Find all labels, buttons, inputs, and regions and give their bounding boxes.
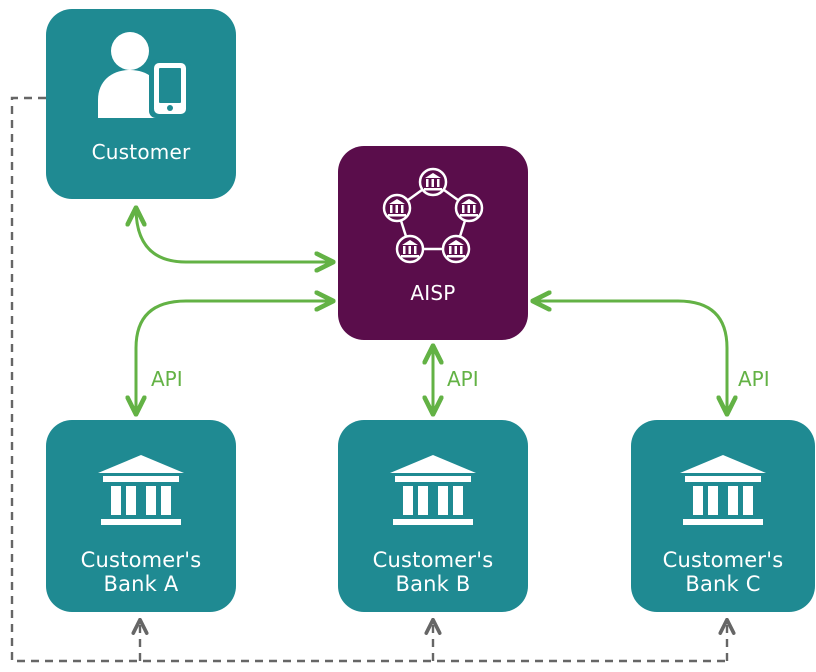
network-node-2 [454, 193, 484, 223]
api-label-bank-a: API [151, 367, 183, 391]
bank-building-icon [390, 455, 476, 525]
bank-a-label: Customer's Bank A [46, 548, 236, 596]
network-node-1 [418, 167, 448, 197]
customer-dashed-path [10, 96, 727, 663]
person-with-phone-icon [98, 32, 191, 118]
bank-building-icon [98, 455, 184, 525]
customer-node: Customer [46, 9, 236, 199]
aisp-label: AISP [410, 281, 456, 305]
bank-c-node: Customer's Bank C [631, 420, 815, 612]
bank-b-node: Customer's Bank B [338, 420, 528, 612]
bank-network-icon [382, 167, 484, 264]
customer-aisp-link [136, 208, 333, 262]
bank-a-label-line1: Customer's [80, 548, 202, 572]
network-node-5 [382, 193, 412, 223]
bank-c-label: Customer's Bank C [631, 548, 815, 596]
bank-a-label-line2: Bank A [103, 572, 179, 597]
bank-c-label-line2: Bank C [685, 572, 761, 597]
aisp-node: AISP [338, 146, 528, 340]
bank-b-label: Customer's Bank B [338, 548, 528, 596]
bank-c-label-line1: Customer's [662, 548, 784, 572]
customer-label: Customer [91, 140, 191, 164]
aisp-bank-a-link [136, 301, 333, 414]
bank-b-label-line1: Customer's [372, 548, 494, 572]
network-node-4 [395, 234, 425, 264]
bank-a-node: Customer's Bank A [46, 420, 236, 612]
network-node-3 [441, 234, 471, 264]
aisp-bank-c-link [533, 301, 727, 414]
bank-building-icon [680, 455, 766, 525]
api-label-bank-c: API [738, 367, 770, 391]
api-label-bank-b: API [447, 367, 479, 391]
bank-b-label-line2: Bank B [395, 572, 471, 597]
